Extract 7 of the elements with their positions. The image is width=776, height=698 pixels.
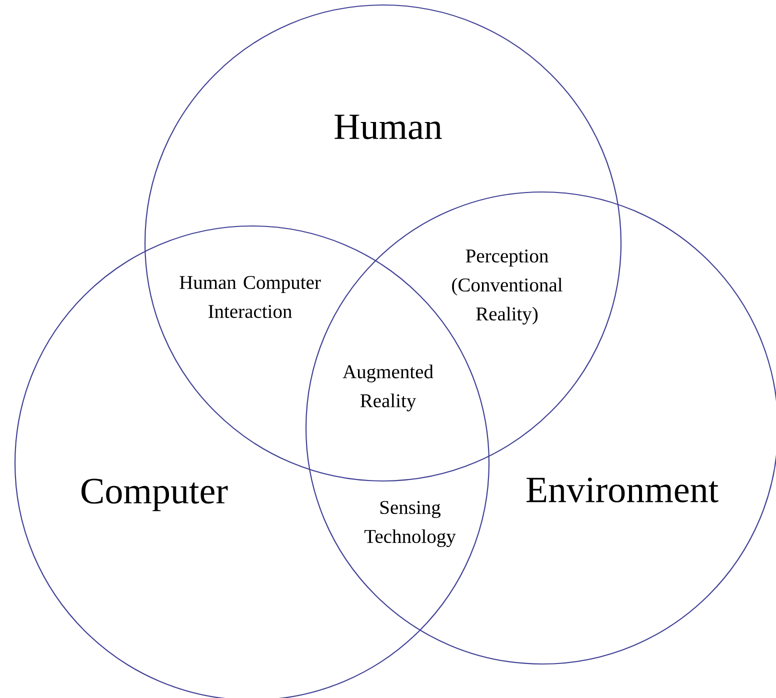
region-label: Sensing Technology xyxy=(364,500,456,548)
circle-label: Environment xyxy=(526,478,718,502)
region-label: Human Computer Interaction xyxy=(180,276,321,318)
region-label: Perception (Conventional Reality) xyxy=(452,249,562,325)
region-label: Augmented Reality xyxy=(342,364,434,412)
circle-label: Computer xyxy=(82,478,228,512)
circle-label: Human xyxy=(334,114,442,140)
